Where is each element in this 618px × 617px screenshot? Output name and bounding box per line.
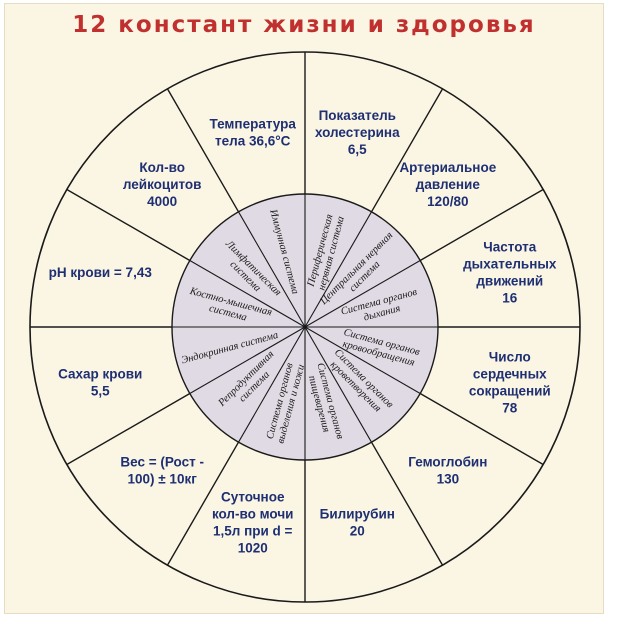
constant-label: Сахар крови 5,5 [58,366,142,398]
constant-label-line: 20 [350,524,365,539]
constant-label: Температура тела 36,6°С [210,116,297,148]
constant-label-line: 130 [437,471,460,486]
constant-label: Кол-во лейкоцитов 4000 [123,160,202,209]
constant-label-line: 5,5 [91,383,110,398]
constant-label-line: 6,5 [348,142,367,157]
inner-spoke [238,326,306,443]
constant-label-line: Температура [210,116,297,131]
constant-label-line: Частота [483,240,536,255]
constant-label-line: Число [489,349,531,364]
page-title: 12 констант жизни и здоровья [72,12,536,38]
constant-label-line: 4000 [147,194,177,209]
inner-spokes [172,194,438,460]
constant-label: pH крови = 7,43 [49,265,153,280]
constant-label-line: 100) ± 10кг [128,471,198,486]
outer-spoke [419,392,544,466]
constant-label-line: Вес = (Рост - [120,454,204,469]
constant-label-line: тела 36,6°С [215,133,291,148]
inner-spoke [189,326,306,394]
constant-label: Суточное кол-во мочи 1,5л при d = 1020 [212,490,294,556]
inner-spoke [238,211,306,328]
outer-spoke [66,188,191,262]
constant-label-line: Суточное [221,490,285,505]
outer-spoke [370,441,444,566]
outer-spoke [166,441,240,566]
outer-spoke [66,392,191,466]
constant-label-line: Гемоглобин [408,454,487,469]
outer-spoke [370,88,444,213]
inner-spoke [304,211,372,328]
constant-label-line: дыхательных [463,257,557,272]
constant-label-line: Артериальное [399,160,496,175]
constant-label-line: 78 [502,400,518,415]
constant-label-line: лейкоцитов [123,177,202,192]
outer-spokes [30,52,580,602]
constant-label-line: Показатель [319,108,396,123]
inner-spoke [304,326,372,443]
constant-label-line: 120/80 [427,194,468,209]
constant-label-line: 1,5л при d = [213,524,293,539]
constant-label-line: pH крови = 7,43 [49,265,153,280]
constant-label: Вес = (Рост - 100) ± 10кг [120,454,204,486]
constant-label-line: Билирубин [320,507,395,522]
constant-label: Число сердечных сокращений 78 [469,349,551,415]
constant-label-line: 1020 [238,541,268,556]
constant-label-line: 16 [502,291,518,306]
constant-label: Артериальное давление 120/80 [399,160,496,209]
constant-label-line: давление [416,177,481,192]
inner-spoke [304,260,421,328]
inner-spoke [304,326,421,394]
constant-label-line: Кол-во [139,160,185,175]
constant-label-line: сердечных [473,366,547,381]
constant-label-line: кол-во мочи [212,507,294,522]
inner-spoke [189,260,306,328]
constant-label: Билирубин 20 [320,507,395,539]
outer-spoke [166,88,240,213]
outer-spoke [419,188,544,262]
constant-label: Показатель холестерина 6,5 [315,108,400,157]
constant-label-line: холестерина [315,125,400,140]
constant-label: Гемоглобин 130 [408,454,487,486]
constant-label: Частота дыхательных движений 16 [463,240,557,306]
constant-label-line: сокращений [469,383,551,398]
constant-label-line: движений [476,274,543,289]
constant-label-line: Сахар крови [58,366,142,381]
